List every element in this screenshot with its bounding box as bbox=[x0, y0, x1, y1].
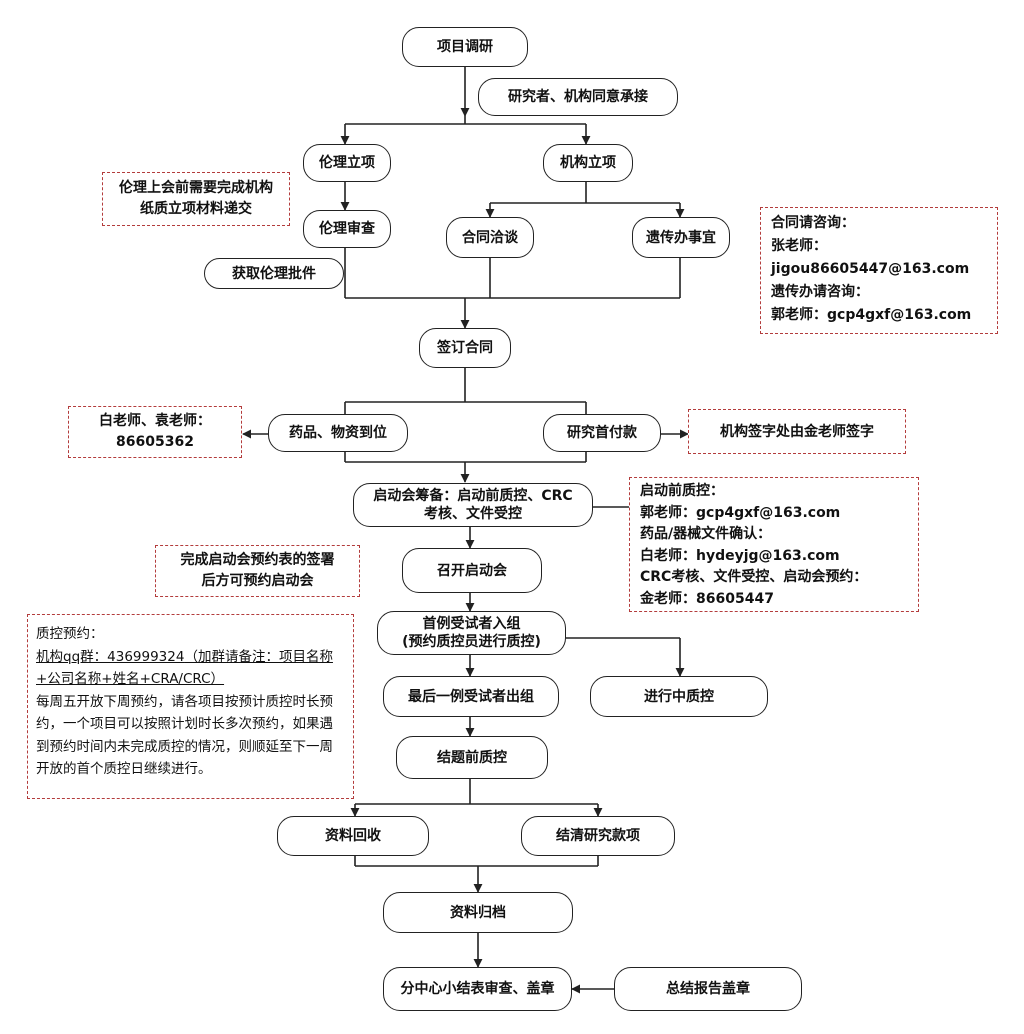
node-first-payment: 研究首付款 bbox=[543, 414, 661, 452]
qc-qq-remark: （加群请备注：项目名称+公司名称+姓名+CRA/CRC） bbox=[36, 648, 333, 688]
node-project-research: 项目调研 bbox=[402, 27, 528, 67]
node-genetics: 遗传办事宜 bbox=[632, 217, 730, 258]
node-last-subject: 最后一例受试者出组 bbox=[383, 676, 559, 717]
note-startup-reservation: 完成启动会预约表的签署 后方可预约启动会 bbox=[155, 545, 360, 597]
note-startup-contact: 启动前质控： 郭老师：gcp4gxf@163.com 药品/器械文件确认： 白老… bbox=[629, 477, 919, 612]
note-qc-reservation: 质控预约： 机构qq群：436999324（加群请备注：项目名称+公司名称+姓名… bbox=[27, 614, 354, 799]
node-final-report: 总结报告盖章 bbox=[614, 967, 802, 1011]
node-institution-approval: 机构立项 bbox=[543, 144, 633, 182]
node-data-recovery: 资料回收 bbox=[277, 816, 429, 856]
node-contract-negotiation: 合同洽谈 bbox=[446, 217, 534, 258]
node-agreement: 研究者、机构同意承接 bbox=[478, 78, 678, 116]
node-archive: 资料归档 bbox=[383, 892, 573, 933]
qc-qq-group: 机构qq群：436999324 bbox=[36, 648, 185, 665]
qc-note-title: 质控预约： bbox=[36, 626, 104, 642]
node-ethics-approval: 伦理立项 bbox=[303, 144, 391, 182]
note-contract-contact: 合同请咨询： 张老师： jigou86605447@163.com 遗传办请咨询… bbox=[760, 207, 998, 334]
note-drug-contact: 白老师、袁老师： 86605362 bbox=[68, 406, 242, 458]
note-ethics-submission: 伦理上会前需要完成机构 纸质立项材料递交 bbox=[102, 172, 290, 226]
qc-note-body: 每周五开放下周预约，请各项目按预计质控时长预约，一个项目可以按照计划时长多次预约… bbox=[36, 693, 333, 778]
node-subcenter-review: 分中心小结表审查、盖章 bbox=[383, 967, 572, 1011]
node-ethics-approval-letter: 获取伦理批件 bbox=[204, 258, 344, 289]
node-final-qc: 结题前质控 bbox=[396, 736, 548, 779]
note-payment-signature: 机构签字处由金老师签字 bbox=[688, 409, 906, 454]
node-startup-meeting: 召开启动会 bbox=[402, 548, 542, 593]
node-ongoing-qc: 进行中质控 bbox=[590, 676, 768, 717]
node-ethics-review: 伦理审查 bbox=[303, 210, 391, 248]
node-drug-supply: 药品、物资到位 bbox=[268, 414, 408, 452]
node-settle-funds: 结清研究款项 bbox=[521, 816, 675, 856]
node-sign-contract: 签订合同 bbox=[419, 328, 511, 368]
node-first-subject: 首例受试者入组(预约质控员进行质控) bbox=[377, 611, 566, 655]
